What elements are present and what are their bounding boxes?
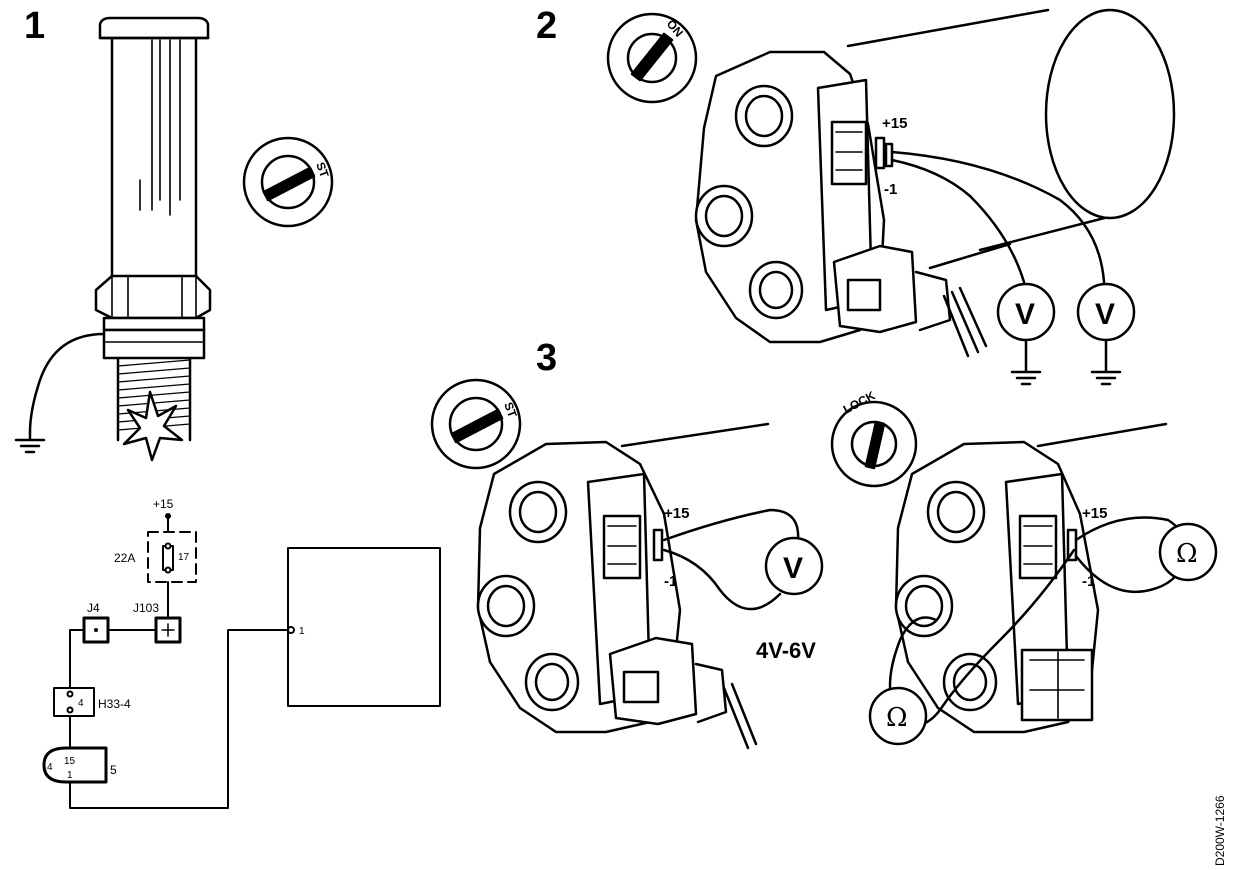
starter-motor-illustration-2: [694, 8, 1176, 358]
terminal-minus-label-3b: -1: [1082, 573, 1095, 590]
voltmeter-1: V: [996, 282, 1056, 386]
fuse-box: [147, 531, 197, 583]
ohmmeter-1: Ω: [1158, 522, 1218, 582]
switch-pin-b: 15: [64, 756, 76, 767]
voltmeter-3-symbol: V: [783, 552, 803, 585]
connector-j103-label: J103: [133, 601, 159, 615]
h33-pin-label: 4: [78, 698, 84, 709]
step-1-number: 1: [24, 5, 45, 47]
voltmeter-2-symbol: V: [1095, 298, 1115, 331]
terminal-minus-label-2: -1: [884, 181, 897, 198]
terminal-plus-label-2: +15: [882, 115, 907, 132]
connector-h33-label: H33-4: [98, 697, 131, 711]
connector-j4-label: J4: [87, 601, 100, 615]
switch-pin-c: 1: [67, 770, 73, 781]
ignition-key-on: ON: [606, 12, 698, 104]
starter-motor-illustration-3b: [894, 422, 1168, 734]
voltage-range-label: 4V-6V: [756, 638, 816, 663]
ohmmeter-2: Ω: [868, 686, 928, 746]
key-label-st-1: ST: [313, 160, 332, 180]
connector-h33: [53, 687, 95, 717]
ground-symbol-1: [14, 430, 46, 454]
starter-motor-illustration-3a: [476, 422, 770, 750]
step-3-panel: 3 ST +15 -1: [430, 337, 1218, 750]
ignition-key-start: ST: [242, 136, 334, 228]
control-module: [287, 547, 441, 707]
supply-label: +15: [153, 497, 174, 511]
switch-ref-label: 5: [110, 763, 117, 777]
ignition-key-start-3: ST: [430, 378, 522, 470]
terminal-plus-label-3a: +15: [664, 505, 689, 522]
module-pin-label: 1: [299, 626, 305, 637]
ohmmeter-1-symbol: Ω: [1176, 539, 1198, 569]
terminal-plus-label-3b: +15: [1082, 505, 1107, 522]
ignition-switch-symbol: [42, 746, 108, 784]
key-label-lock: LOCK: [841, 388, 878, 416]
ignition-key-lock: LOCK: [830, 388, 918, 488]
switch-pin-a: 4: [47, 762, 53, 773]
figure-code: D200W-1266: [1213, 795, 1227, 866]
voltmeter-1-symbol: V: [1015, 298, 1035, 331]
terminal-minus-label-3a: -1: [664, 573, 677, 590]
fuse-ref-label: 22A: [114, 551, 135, 565]
glow-plug-illustration: [28, 16, 212, 462]
voltmeter-2: V: [1076, 282, 1136, 386]
wiring-schematic: +15 22A 17 J103 J4 4 H33-4 4 15 1 5: [42, 497, 441, 809]
voltmeter-3: V: [764, 536, 824, 596]
fuse-number-label: 17: [178, 552, 190, 563]
step-3-number: 3: [536, 337, 557, 379]
step-2-panel: 2 ON: [536, 5, 1176, 386]
step-1-panel: 1: [14, 5, 334, 462]
key-label-st-3: ST: [501, 400, 520, 420]
step-2-number: 2: [536, 5, 557, 47]
ohmmeter-2-symbol: Ω: [886, 703, 908, 733]
